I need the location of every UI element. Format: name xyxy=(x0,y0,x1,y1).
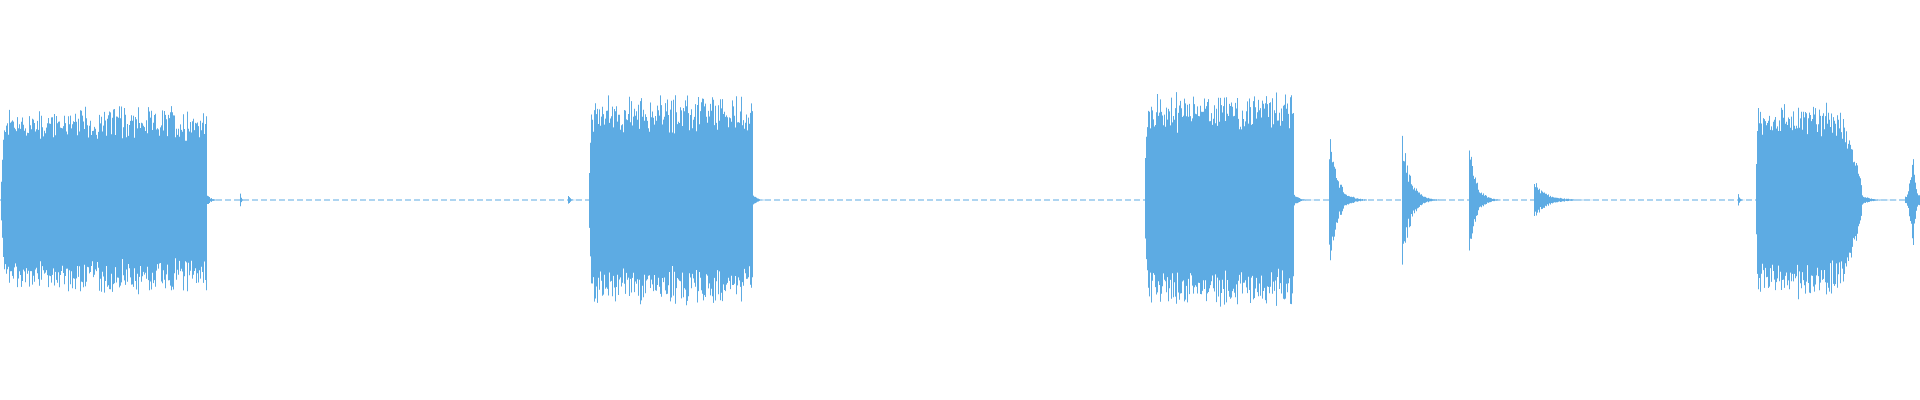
waveform-signal xyxy=(1,92,1920,307)
